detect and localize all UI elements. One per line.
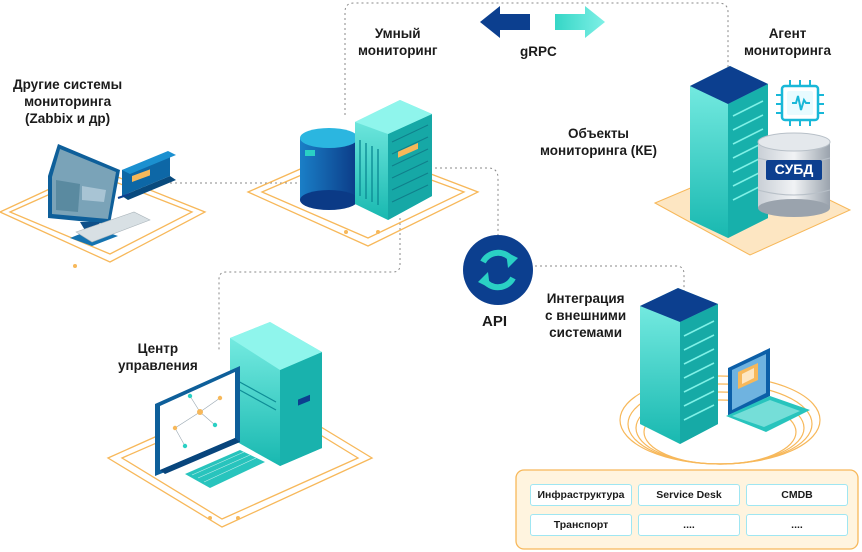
agent-server (690, 66, 768, 238)
floor-dots (73, 230, 380, 520)
label-agent: Агент мониторинга (744, 26, 832, 58)
integration-server (640, 288, 718, 444)
label-control-center: Центр управления (118, 341, 198, 373)
smart-monitoring-server (300, 100, 432, 220)
grpc-link-line (344, 2, 729, 115)
label-grpc: gRPC (520, 44, 557, 59)
chip-icon (776, 80, 824, 126)
label-monitoring-objects: Объекты мониторинга (КЕ) (540, 126, 658, 158)
api-link-line (430, 167, 499, 236)
label-api: API (482, 313, 508, 330)
grpc-arrows (480, 6, 605, 38)
integration-cell-cmdb: CMDB (746, 484, 848, 506)
label-other-systems: Другие системы мониторинга (Zabbix и др) (13, 77, 123, 126)
connection-lines (170, 2, 729, 352)
integration-laptop (726, 348, 810, 432)
integration-cell-transport: Транспорт (530, 514, 632, 536)
integration-cell-service-desk: Service Desk (638, 484, 740, 506)
control-center-link-line (218, 218, 401, 352)
arrow-right-icon (555, 6, 605, 38)
label-integration: Интеграция с внешними системами (545, 291, 627, 340)
label-dbms: СУБД (774, 161, 814, 177)
api-sync-icon (463, 235, 533, 305)
integration-cell-more-1: .... (638, 514, 740, 536)
integration-cell-infrastructure: Инфраструктура (530, 484, 632, 506)
integration-table-frame (515, 469, 859, 550)
arrow-left-icon (480, 6, 530, 38)
integration-link-line (535, 265, 685, 296)
integration-rings (619, 375, 821, 465)
dbms-cylinder (757, 132, 831, 217)
control-center-computer (155, 322, 322, 488)
other-systems-computer (48, 144, 176, 246)
integration-cell-more-2: .... (746, 514, 848, 536)
label-smart-monitoring: Умный мониторинг (358, 26, 438, 58)
